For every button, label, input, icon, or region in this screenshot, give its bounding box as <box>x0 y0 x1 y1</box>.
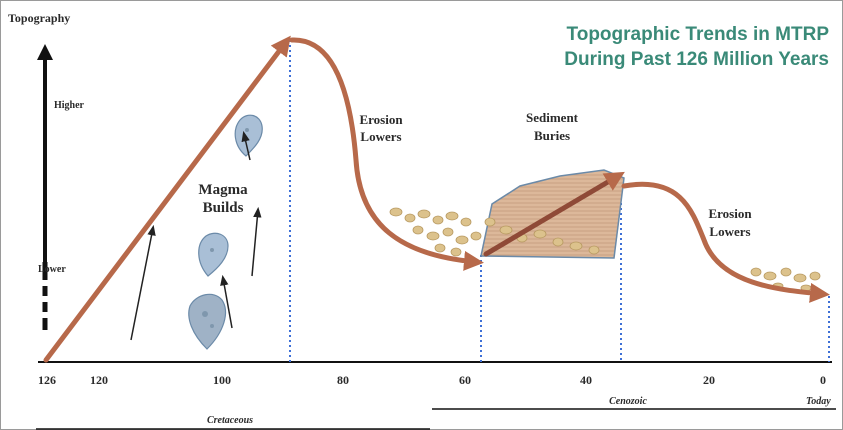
erosion-lowers-arrow-1 <box>289 37 484 271</box>
erosion-label-2-line-1: Erosion <box>708 206 752 221</box>
time-guides <box>289 40 830 362</box>
magma-builds-label-line-1: Magma <box>198 182 248 198</box>
eroded-sediment-pebbles <box>389 207 821 292</box>
uplift-arrows <box>130 130 262 341</box>
uplift-arrow <box>241 130 251 161</box>
sediment-buries-arrow <box>483 171 625 257</box>
sediment-label-line-1: Sediment <box>526 110 579 125</box>
tick-label: 60 <box>459 373 471 387</box>
magma-builds-arrow <box>43 35 291 363</box>
topography-path <box>43 35 830 363</box>
erosion-lowers-arrow-2 <box>621 181 830 303</box>
tick-label: 100 <box>213 373 231 387</box>
magma-droplet-icon <box>234 114 263 157</box>
topography-axis-label: Topography <box>8 11 70 25</box>
uplift-arrow <box>251 206 262 277</box>
uplift-arrow <box>130 224 156 341</box>
magma-droplet-icon <box>198 232 229 277</box>
erosion-label-1-line-1: Erosion <box>359 112 403 127</box>
lower-label: Lower <box>38 264 66 275</box>
tick-label: 126 <box>38 373 56 387</box>
today-label: Today <box>806 396 831 407</box>
tick-label: 80 <box>337 373 349 387</box>
tick-label: 20 <box>703 373 715 387</box>
cenozoic-label: Cenozoic <box>609 396 647 407</box>
magma-builds-label-line-2: Builds <box>203 200 244 216</box>
title-line-1: Topographic Trends in MTRP <box>567 24 830 45</box>
magma-droplets <box>188 114 263 350</box>
erosion-label-1-line-2: Lowers <box>360 129 401 144</box>
erosion-label-2-line-2: Lowers <box>709 224 750 239</box>
time-axis-ticks: 126 120 100 80 60 40 20 0 <box>38 373 826 387</box>
higher-label: Higher <box>54 100 85 111</box>
sediment-label-line-2: Buries <box>534 128 570 143</box>
tick-label: 40 <box>580 373 592 387</box>
title-line-2: During Past 126 Million Years <box>564 49 829 70</box>
cretaceous-label: Cretaceous <box>207 415 253 426</box>
uplift-arrow <box>220 274 233 329</box>
magma-droplet-icon <box>188 293 227 350</box>
tick-label: 0 <box>820 373 826 387</box>
tick-label: 120 <box>90 373 108 387</box>
